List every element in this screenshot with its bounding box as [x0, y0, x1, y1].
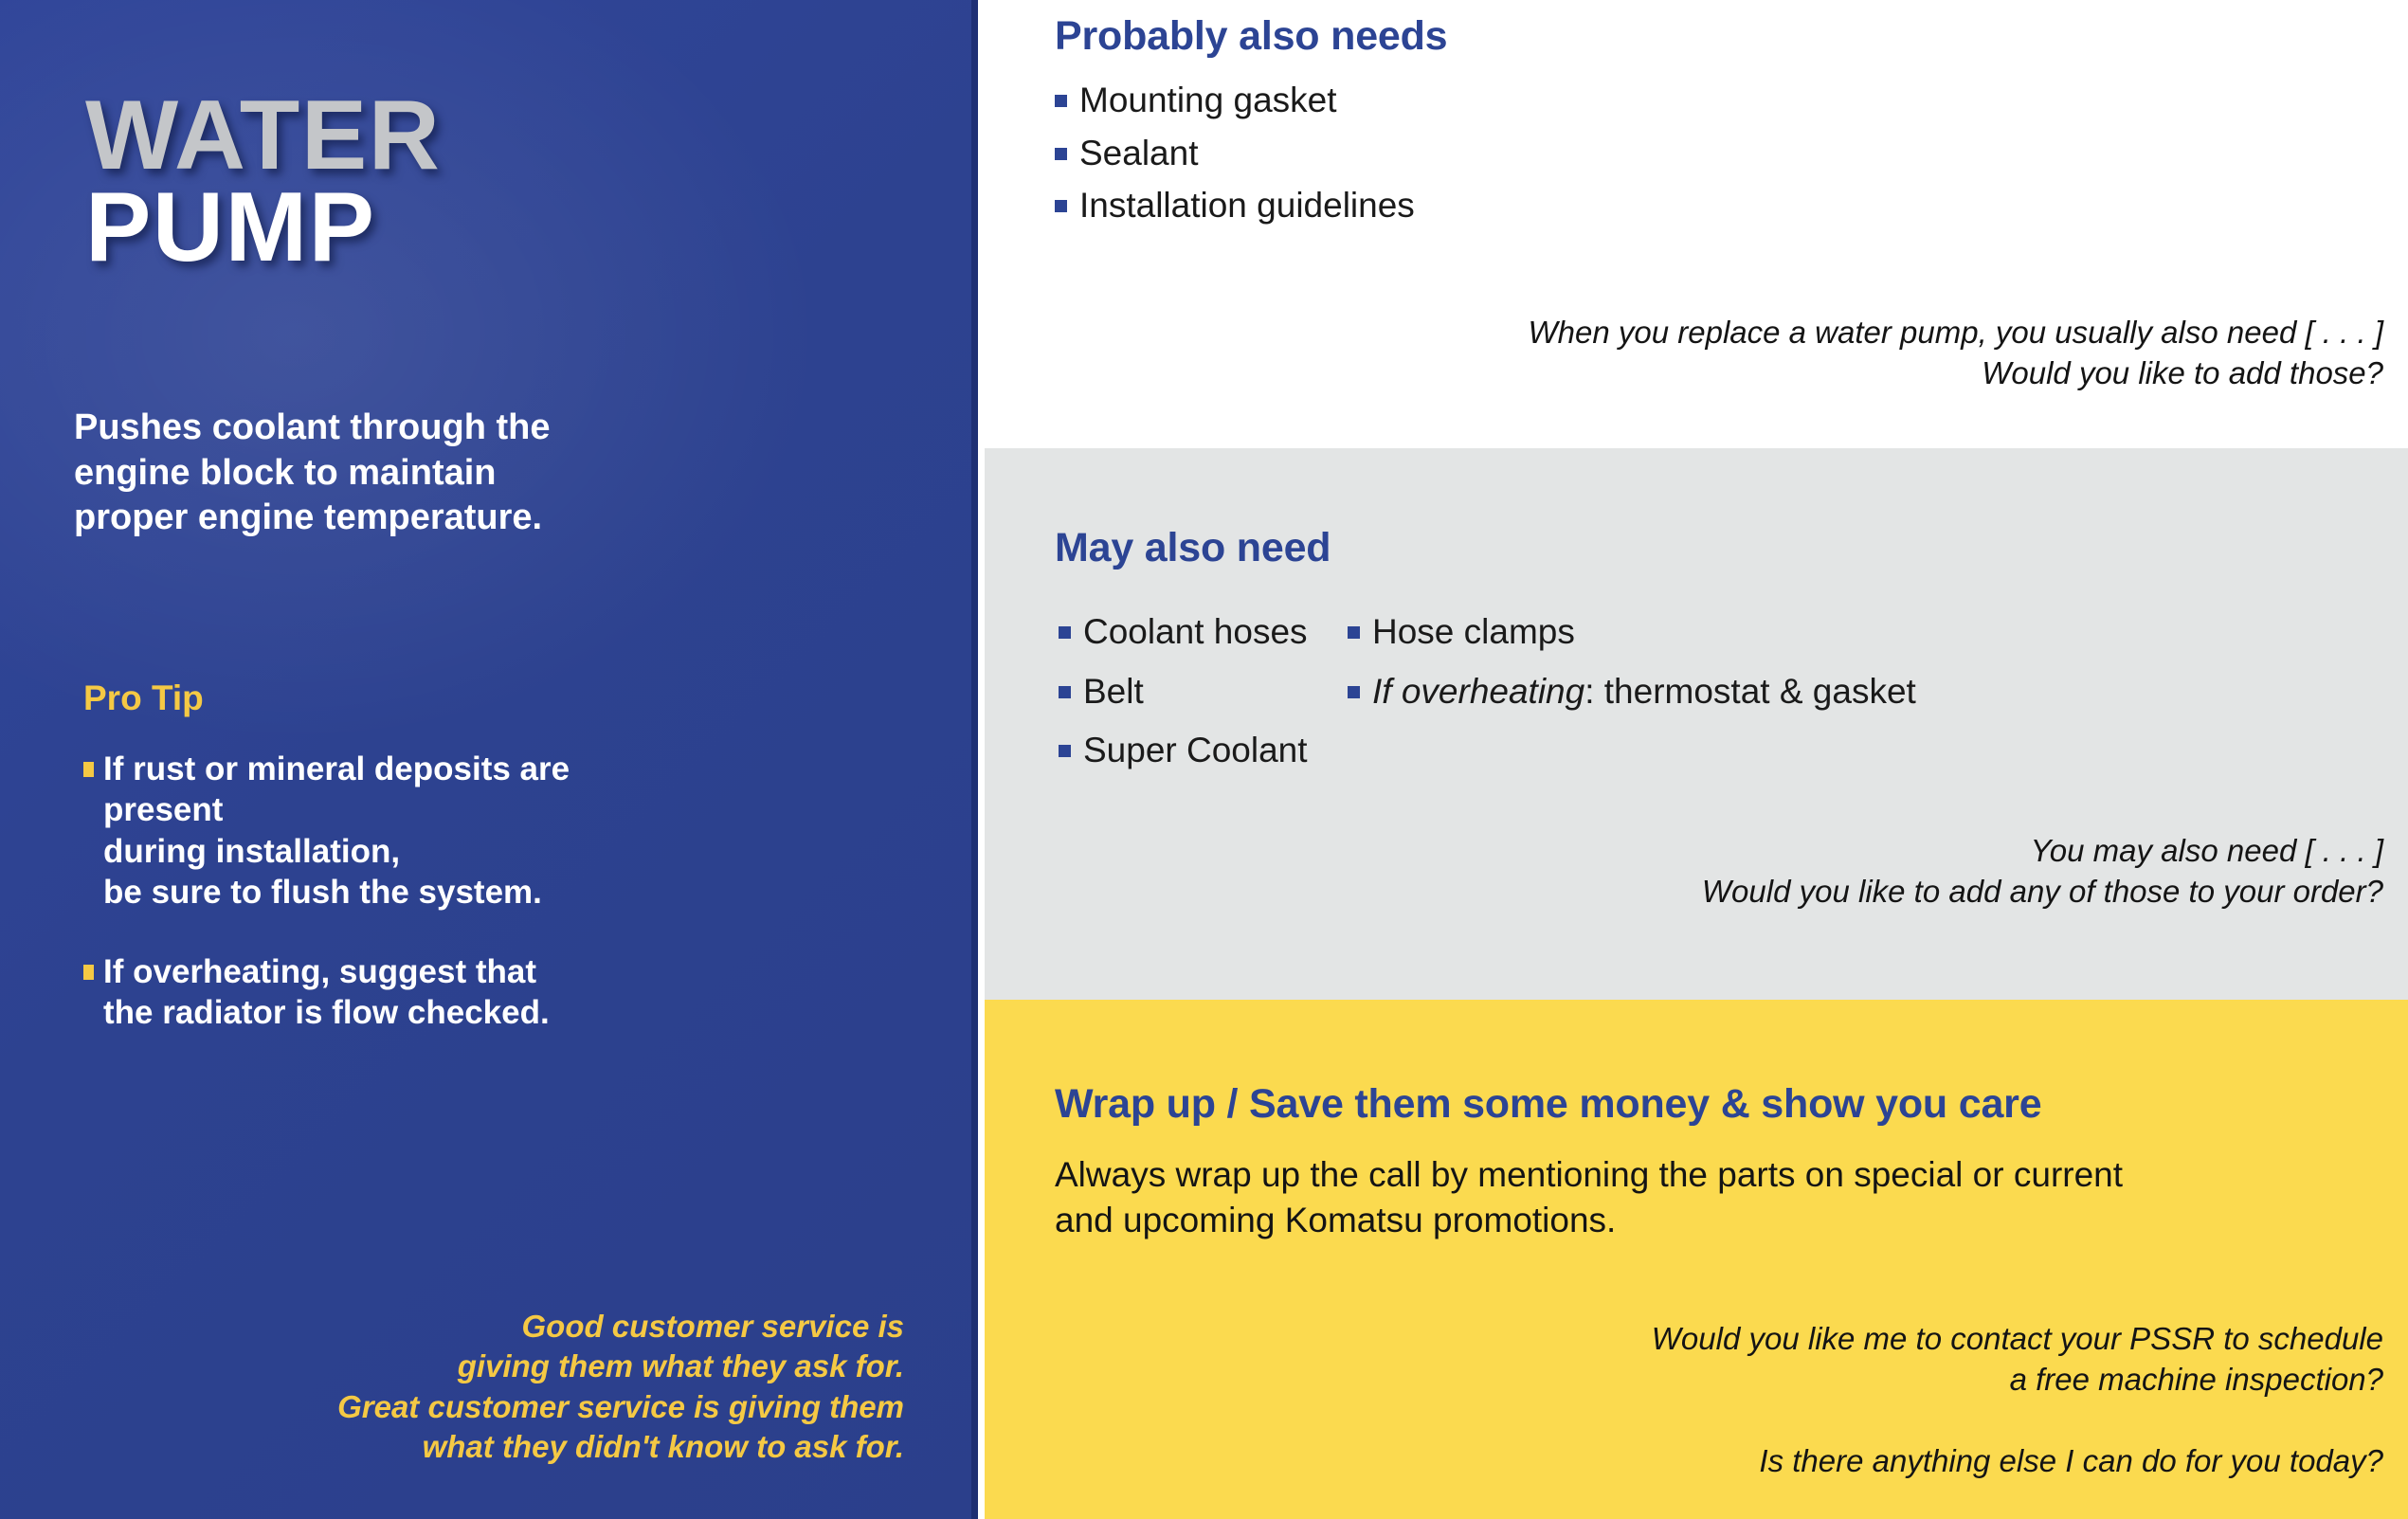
list-item: If overheating, suggest that the radiato…	[83, 951, 614, 1034]
script-may: You may also need [ . . . ] Would you li…	[1702, 831, 2383, 913]
pro-tip-heading: Pro Tip	[83, 678, 204, 717]
section-heading-may: May also need	[1055, 525, 1331, 570]
body-line: and upcoming Komatsu promotions.	[1055, 1201, 1617, 1240]
script-wrap-inspection: Would you like me to contact your PSSR t…	[1652, 1319, 2383, 1401]
script-line: Would you like me to contact your PSSR t…	[1651, 1321, 2383, 1356]
quote-line: Good customer service is	[521, 1309, 905, 1345]
pro-tip-list: If rust or mineral deposits are present …	[83, 749, 614, 1033]
square-bullet-icon	[1055, 147, 1067, 160]
probably-needs-list: Mounting gasket Sealant Installation gui…	[1055, 80, 1415, 238]
square-bullet-icon	[1348, 626, 1360, 639]
list-item-label-mixed: If overheating: thermostat & gasket	[1372, 671, 1916, 713]
square-bullet-icon	[1055, 95, 1067, 107]
page-title: WATER PUMP	[85, 81, 442, 282]
list-item: Installation guidelines	[1055, 185, 1415, 226]
list-item-label-rest: : thermostat & gasket	[1584, 671, 1916, 711]
quote-line: Great customer service is giving them	[337, 1388, 904, 1424]
square-bullet-icon	[83, 964, 94, 980]
list-item-label: Hose clamps	[1372, 612, 1575, 651]
square-bullet-icon	[83, 762, 94, 777]
title-word-water: WATER	[85, 81, 442, 190]
section-may-also-need	[985, 448, 2408, 1000]
list-item: Belt	[1059, 671, 1308, 713]
list-item: Sealant	[1055, 133, 1415, 174]
script-line: Would you like to add any of those to yo…	[1701, 873, 2383, 909]
list-item-label: Coolant hoses	[1083, 612, 1308, 651]
list-item: Super Coolant	[1059, 730, 1308, 771]
script-line: Would you like to add those?	[1982, 354, 2383, 390]
script-wrap-closing: Is there anything else I can do for you …	[1759, 1441, 2383, 1482]
script-line: When you replace a water pump, you usual…	[1528, 315, 2384, 350]
list-item-label-italic: If overheating	[1372, 671, 1585, 711]
square-bullet-icon	[1055, 200, 1067, 213]
wrap-up-body: Always wrap up the call by mentioning th…	[1055, 1152, 2353, 1243]
list-item-label: Mounting gasket	[1079, 81, 1337, 119]
quote-line: giving them what they ask for.	[457, 1348, 904, 1384]
square-bullet-icon	[1059, 685, 1071, 698]
script-line: a free machine inspection?	[2009, 1361, 2383, 1397]
list-item: Mounting gasket	[1055, 80, 1415, 121]
section-heading-wrap: Wrap up / Save them some money & show yo…	[1055, 1081, 2042, 1127]
left-info-panel: WATER PUMP Pushes coolant through the en…	[0, 0, 978, 1519]
list-item-label: Belt	[1083, 671, 1144, 711]
part-description: Pushes coolant through the engine block …	[74, 407, 551, 537]
pro-tip-text: If overheating, suggest that the radiato…	[103, 952, 550, 1031]
script-line: You may also need [ . . . ]	[2030, 833, 2383, 868]
section-probably-also-needs	[985, 0, 2408, 448]
list-item-label: Installation guidelines	[1079, 186, 1415, 226]
list-item: If rust or mineral deposits are present …	[83, 749, 614, 913]
may-need-list-left: Coolant hoses Belt Super Coolant	[1059, 611, 1308, 789]
list-item: If overheating: thermostat & gasket	[1348, 671, 1916, 713]
pro-tip-text: If rust or mineral deposits are present …	[103, 750, 570, 912]
square-bullet-icon	[1059, 626, 1071, 639]
list-item-label: Sealant	[1079, 133, 1199, 172]
section-wrap-up	[985, 1000, 2408, 1519]
customer-service-quote: Good customer service is giving them wha…	[241, 1307, 904, 1467]
list-item-label: Super Coolant	[1083, 731, 1308, 770]
body-line: Always wrap up the call by mentioning th…	[1055, 1155, 2124, 1194]
list-item: Coolant hoses	[1059, 611, 1308, 653]
list-item: Hose clamps	[1348, 611, 1916, 653]
square-bullet-icon	[1059, 745, 1071, 758]
script-probably: When you replace a water pump, you usual…	[1529, 313, 2384, 394]
section-heading-probably: Probably also needs	[1055, 13, 1448, 59]
quote-line: what they didn't know to ask for.	[422, 1428, 904, 1464]
title-word-pump: PUMP	[85, 172, 376, 282]
square-bullet-icon	[1348, 685, 1360, 698]
right-content-column: Probably also needs Mounting gasket Seal…	[985, 0, 2408, 1519]
may-need-list-right: Hose clamps If overheating: thermostat &…	[1348, 611, 1916, 730]
script-line: Is there anything else I can do for you …	[1759, 1443, 2383, 1478]
